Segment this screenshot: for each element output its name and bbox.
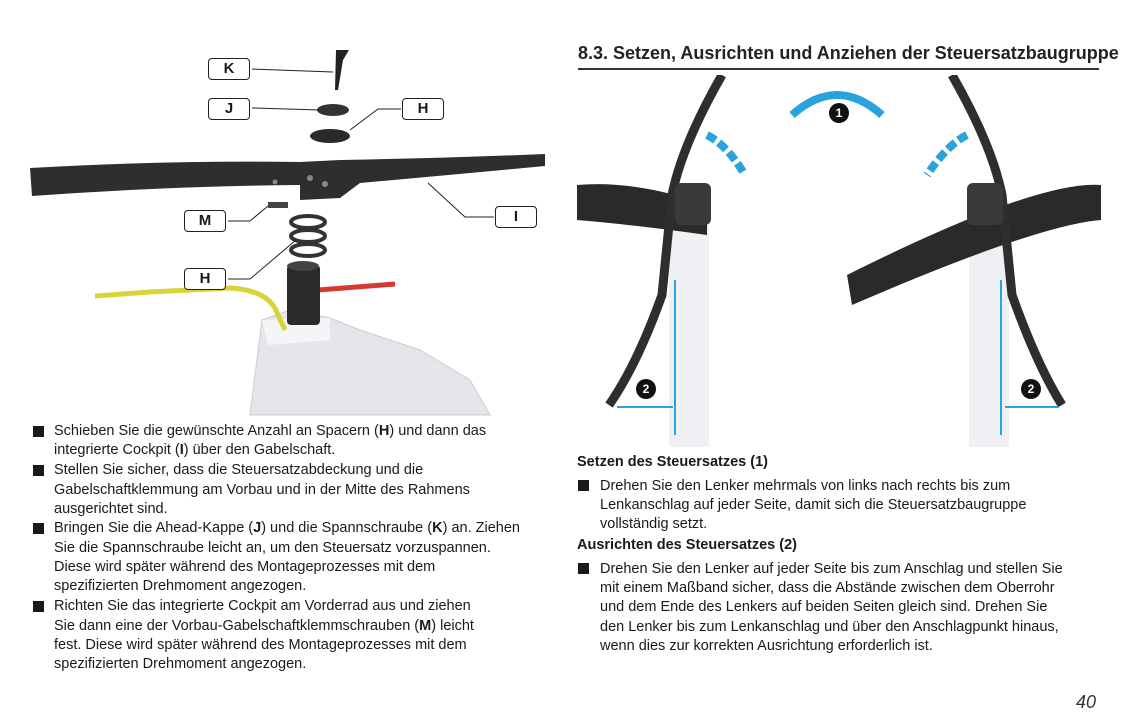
text: ) über den Gabelschaft. [183,442,336,458]
text: ) und die Spannschraube ( [261,520,433,536]
part-label-h-bottom: H [184,268,226,290]
list-item-line: spezifizierten Drehmoment angezogen. [54,578,307,594]
text: integrierte Cockpit ( [54,442,180,458]
ref-h: H [378,423,390,439]
step-marker-1: 1 [829,103,849,123]
text: Schieben Sie die gewünschte Anzahl an Sp… [54,423,379,439]
list-item-line: Bringen Sie die Ahead-Kappe (J) und die … [54,519,520,538]
ref-m: M [419,618,432,634]
list-item-line: wenn dies zur korrekten Ausrichtung erfo… [600,638,933,654]
text: Bringen Sie die Ahead-Kappe ( [54,520,254,536]
seat-heading: Setzen des Steuersatzes (1) [577,454,768,470]
step-marker-2-right: 2 [1021,379,1041,399]
list-item-line: fest. Diese wird später während des Mont… [54,637,467,653]
bullet-icon [578,480,589,491]
list-item-line: vollständig setzt. [600,516,708,532]
list-item-line: und dem Ende des Lenkers auf beiden Seit… [600,599,1048,615]
ref-j: J [253,520,262,536]
part-label-j: J [208,98,250,120]
list-item-line: Gabelschaftklemmung am Vorbau und in der… [54,482,470,498]
title-underline [578,68,1099,70]
list-item-line: Lenkanschlag auf jeder Seite, damit sich… [600,497,1027,513]
steering-alignment-diagram [577,75,1101,447]
text: ) an. Ziehen [442,520,520,536]
bullet-icon [33,601,44,612]
list-item-line: Sie die Spannschraube leicht an, um den … [54,540,491,556]
list-item-line: spezifizierten Drehmoment angezogen. [54,656,307,672]
part-label-h-top: H [402,98,444,120]
list-item-line: Schieben Sie die gewünschte Anzahl an Sp… [54,422,486,441]
text: ) leicht [431,618,474,634]
part-label-k: K [208,58,250,80]
list-item-line: Stellen Sie sicher, dass die Steuersatza… [54,462,424,478]
align-heading: Ausrichten des Steuersatzes (2) [577,537,797,553]
part-label-m: M [184,210,226,232]
list-item-line: Richten Sie das integrierte Cockpit am V… [54,598,471,614]
text: Sie dann eine der Vorbau-Gabelschaftklem… [54,618,420,634]
text: ) und dann das [389,423,487,439]
list-item-line: den Lenker bis zum Lenkanschlag und über… [600,619,1059,635]
step-marker-2-left: 2 [636,379,656,399]
part-label-i: I [495,206,537,228]
list-item-line: Drehen Sie den Lenker auf jeder Seite bi… [600,561,1063,577]
bullet-icon [33,426,44,437]
list-item-line: Drehen Sie den Lenker mehrmals von links… [600,478,1011,494]
bullet-icon [578,563,589,574]
ref-i: I [179,442,184,458]
list-item-line: ausgerichtet sind. [54,501,168,517]
section-title: 8.3. Setzen, Ausrichten und Anziehen der… [578,43,1119,63]
bullet-icon [33,523,44,534]
cockpit-exploded-diagram [30,50,545,416]
list-item-line: integrierte Cockpit (I) über den Gabelsc… [54,441,335,460]
page-number: 40 [1076,692,1097,712]
list-item-line: mit einem Maßband sicher, dass die Abstä… [600,580,1055,596]
ref-k: K [432,520,443,536]
bullet-icon [33,465,44,476]
list-item-line: Diese wird später während des Montagepro… [54,559,436,575]
list-item-line: Sie dann eine der Vorbau-Gabelschaftklem… [54,617,474,636]
